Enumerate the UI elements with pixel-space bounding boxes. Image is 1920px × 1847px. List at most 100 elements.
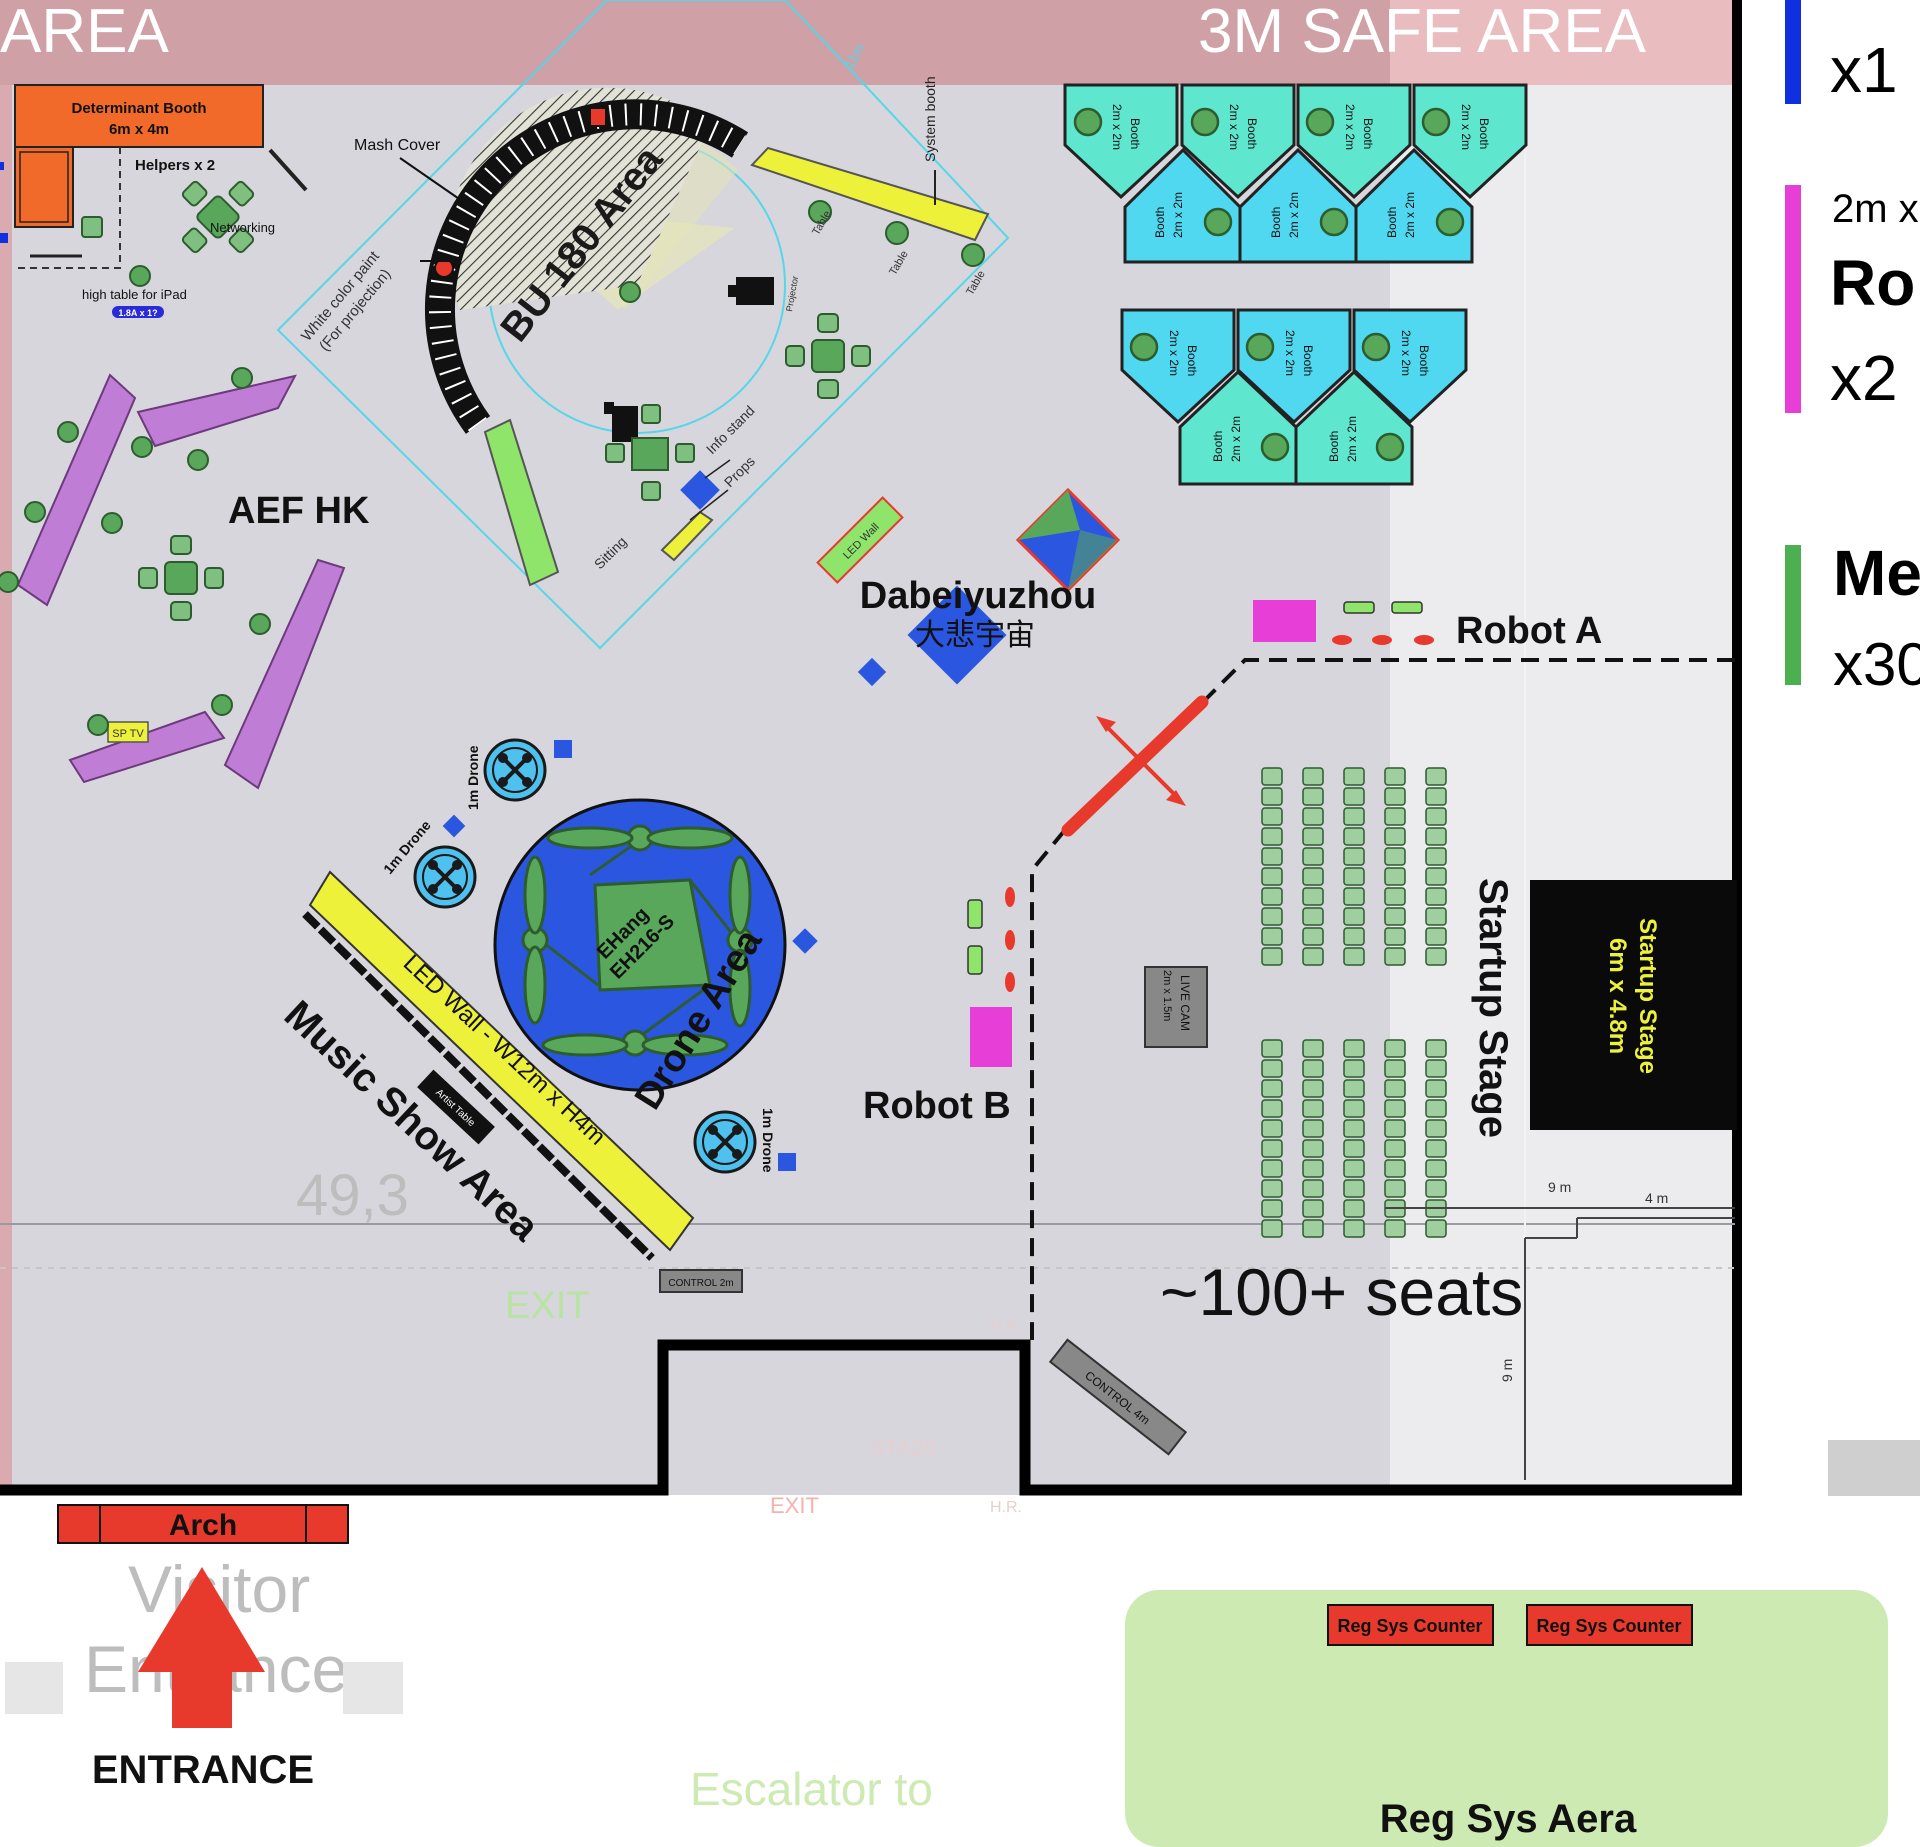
seat — [1302, 827, 1324, 846]
seat — [1343, 1159, 1365, 1178]
seat — [1425, 887, 1447, 906]
seat — [1384, 827, 1406, 846]
robot-b — [970, 1007, 1012, 1067]
svg-text:2m x 2m: 2m x 2m — [1167, 330, 1181, 376]
seat — [1302, 1119, 1324, 1138]
entrance-arrow — [138, 1567, 265, 1728]
seat — [1261, 787, 1283, 806]
svg-text:2m x 2m: 2m x 2m — [1403, 192, 1417, 238]
startup-stage-platform: Startup Stage 6m x 4.8m — [1530, 880, 1737, 1130]
green-panel — [483, 418, 560, 587]
seat — [1425, 1099, 1447, 1118]
seat — [1343, 1079, 1365, 1098]
svg-text:Startup Stage: Startup Stage — [1634, 918, 1661, 1074]
dabeiyuzhou-installation — [857, 487, 1121, 687]
seat — [1343, 1199, 1365, 1218]
seat — [1261, 1179, 1283, 1198]
seat — [1425, 1039, 1447, 1058]
svg-text:Reg Sys Counter: Reg Sys Counter — [1536, 1616, 1681, 1636]
seat — [1261, 1159, 1283, 1178]
legend: x1 2m x Ro x2 Me x30 — [1785, 0, 1920, 1496]
drone-1m-label-3: 1m Drone — [760, 1108, 776, 1173]
seat — [1302, 787, 1324, 806]
startup-stage-label: Startup Stage — [1471, 878, 1515, 1138]
seat — [1425, 1179, 1447, 1198]
seat — [1302, 1059, 1324, 1078]
escalator-label: Escalator to — [690, 1763, 933, 1815]
seat — [1302, 1199, 1324, 1218]
svg-text:LIVE CAM: LIVE CAM — [1178, 975, 1192, 1031]
seat — [1343, 1119, 1365, 1138]
system-booth-label: System booth — [922, 76, 938, 162]
legend-magenta-count: x2 — [1830, 342, 1898, 414]
seat — [1343, 847, 1365, 866]
legend-magenta-name: Ro — [1830, 247, 1915, 319]
helpers-label: Helpers x 2 — [135, 157, 215, 174]
seat — [1384, 807, 1406, 826]
seat — [1261, 1079, 1283, 1098]
networking-label: Networking — [210, 220, 275, 235]
seat — [1261, 1059, 1283, 1078]
seat — [1425, 1139, 1447, 1158]
seat — [1261, 1099, 1283, 1118]
bu180-area — [276, 0, 1010, 650]
legend-magenta-swatch — [1785, 185, 1801, 413]
seat — [1384, 907, 1406, 926]
seat — [1384, 767, 1406, 786]
seat — [1302, 1219, 1324, 1238]
svg-text:Reg Sys Counter: Reg Sys Counter — [1337, 1616, 1482, 1636]
drone-area — [493, 798, 787, 1092]
seat — [1261, 887, 1283, 906]
seat — [1384, 1139, 1406, 1158]
safe-area-right-label: 3M SAFE AREA — [1198, 0, 1647, 66]
reg-sys-area-label: Reg Sys Aera — [1380, 1797, 1637, 1841]
seat — [1425, 827, 1447, 846]
svg-text:9 m: 9 m — [1548, 1179, 1571, 1195]
svg-text:Booth: Booth — [1327, 431, 1341, 462]
ghost-number: 49,3 — [296, 1163, 409, 1228]
seat — [1261, 1199, 1283, 1218]
svg-text:2m x 2m: 2m x 2m — [1343, 104, 1357, 150]
svg-text:Booth: Booth — [1477, 118, 1491, 149]
dashed-boundary — [1203, 658, 1735, 702]
seat — [1302, 1079, 1324, 1098]
legend-green-count: x30 — [1833, 631, 1920, 698]
seat — [1302, 867, 1324, 886]
seat — [1343, 927, 1365, 946]
seat — [1384, 1159, 1406, 1178]
dabeiyuzhou-cn-label: 大悲宇宙 — [915, 618, 1035, 653]
svg-text:2m x 2m: 2m x 2m — [1345, 416, 1359, 462]
seat — [1343, 787, 1365, 806]
seat — [1384, 1059, 1406, 1078]
legend-green-swatch — [1785, 545, 1801, 685]
svg-text:Booth: Booth — [1385, 207, 1399, 238]
drone-1m-label-1: 1m Drone — [465, 745, 481, 810]
arch[interactable]: Arch — [57, 1504, 349, 1544]
safe-area-band-right — [1390, 0, 1735, 85]
seat — [1384, 1119, 1406, 1138]
svg-text:2m x 2m: 2m x 2m — [1229, 416, 1243, 462]
entrance-label: ENTRANCE — [92, 1748, 314, 1792]
exit-label-2: EXIT — [770, 1493, 819, 1518]
svg-text:Booth: Booth — [1301, 345, 1315, 376]
safe-area-band-left — [0, 0, 1390, 85]
seat — [1261, 827, 1283, 846]
seat — [1343, 807, 1365, 826]
seat — [1384, 847, 1406, 866]
seat — [1261, 1039, 1283, 1058]
svg-text:CONTROL 2m: CONTROL 2m — [668, 1278, 733, 1289]
seat — [1343, 1219, 1365, 1238]
seat — [1425, 867, 1447, 886]
seat — [1343, 1039, 1365, 1058]
reg-sys-area: Reg Sys Counter Reg Sys Counter Reg Sys … — [1125, 1590, 1888, 1847]
seat — [1343, 907, 1365, 926]
seat — [1384, 1079, 1406, 1098]
exit-label-1: EXIT — [505, 1285, 589, 1327]
seat — [1384, 1099, 1406, 1118]
seat — [1302, 807, 1324, 826]
seat — [1302, 847, 1324, 866]
seat — [1425, 947, 1447, 966]
determinant-booth: Determinant Booth 6m x 4m — [0, 84, 264, 269]
seat — [1343, 947, 1365, 966]
svg-text:2m x 2m: 2m x 2m — [1287, 192, 1301, 238]
